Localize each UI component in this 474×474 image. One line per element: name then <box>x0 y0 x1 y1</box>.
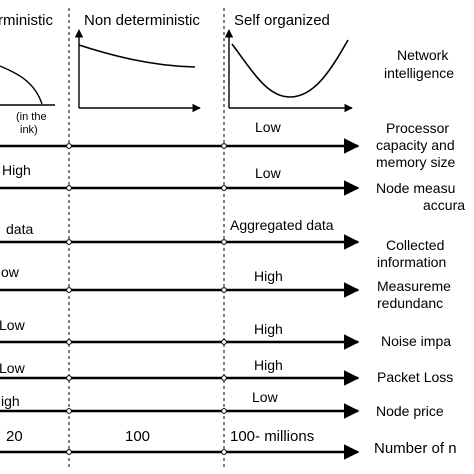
label-node-measure: Node measu <box>376 180 456 196</box>
label-processor: Processor <box>386 120 450 136</box>
value-packet-mid: High <box>254 357 283 373</box>
label-information: information <box>377 254 447 270</box>
label-packet-loss: Packet Loss <box>377 369 454 385</box>
value-price-mid: Low <box>252 389 278 405</box>
value-number-left: 20 <box>6 428 23 445</box>
value-number-mid1: 100 <box>125 428 151 445</box>
axis-note-line2: ink) <box>20 124 38 136</box>
column-header-self-organized: Self organized <box>234 12 330 29</box>
value-processor-mid: Low <box>255 119 281 135</box>
column-header-non-deterministic: Non deterministic <box>84 12 200 29</box>
label-network: Network <box>397 47 449 63</box>
value-price-left: igh <box>1 393 20 409</box>
label-number-of-nodes: Number of n <box>374 440 457 457</box>
label-accuracy: accura <box>423 197 466 213</box>
value-measure-left: High <box>2 162 31 178</box>
value-measure-mid: Low <box>255 165 281 181</box>
column-header-deterministic: rministic <box>0 12 53 29</box>
label-node-price: Node price <box>376 403 444 419</box>
value-number-mid2: 100- millions <box>230 428 315 445</box>
label-intelligence: intelligence <box>384 65 455 81</box>
value-collected-mid: Aggregated data <box>230 217 334 233</box>
label-memory: memory size <box>376 154 456 170</box>
label-collected: Collected <box>386 237 445 253</box>
curve-deterministic <box>0 65 43 105</box>
curve-non-deterministic <box>78 44 196 68</box>
label-noise: Noise impa <box>381 333 452 349</box>
value-noise-left: Low <box>0 317 25 333</box>
value-packet-left: Low <box>0 360 25 376</box>
label-redundancy: redundanc <box>377 295 444 311</box>
label-measurement: Measureme <box>377 278 451 294</box>
curve-self-organized <box>231 39 349 98</box>
value-collected-left: data <box>6 221 34 237</box>
axis-note-line1: (in the <box>16 111 47 123</box>
value-redundancy-left: ow <box>1 264 19 280</box>
value-redundancy-mid: High <box>254 268 283 284</box>
junction-marks <box>66 143 227 455</box>
value-noise-mid: High <box>254 321 283 337</box>
label-capacity: capacity and <box>376 137 455 153</box>
